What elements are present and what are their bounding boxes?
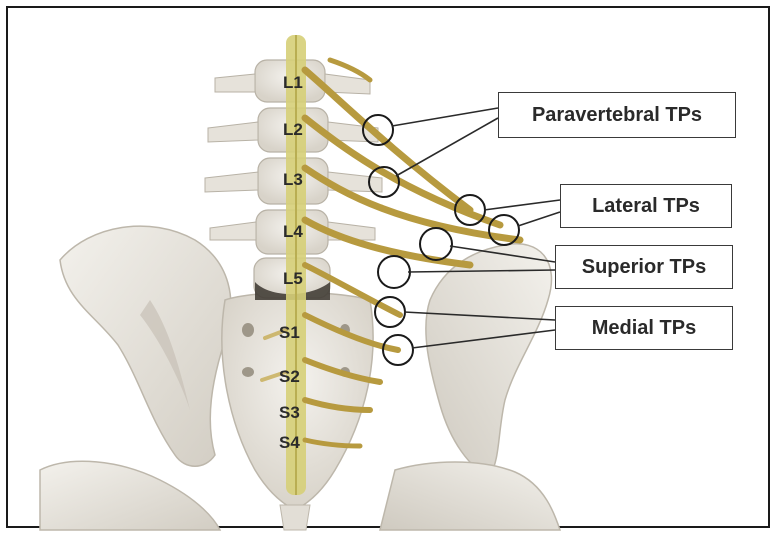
level-label: S2 xyxy=(279,367,300,386)
right-ischium xyxy=(380,462,560,530)
left-ischium xyxy=(40,461,220,530)
level-label: L1 xyxy=(283,73,303,92)
paravertebral-tps-label: Paravertebral TPs xyxy=(498,92,736,138)
level-label: S4 xyxy=(279,433,300,452)
level-label: L4 xyxy=(283,222,303,241)
level-label: L2 xyxy=(283,120,303,139)
lateral-tps-label: Lateral TPs xyxy=(560,184,732,228)
level-label: L5 xyxy=(283,269,303,288)
superior-marker-1 xyxy=(420,228,452,260)
level-label: S1 xyxy=(279,323,300,342)
right-ilium xyxy=(426,244,552,475)
level-label: L3 xyxy=(283,170,303,189)
left-ilium xyxy=(60,226,231,466)
superior-marker-2 xyxy=(378,256,410,288)
medial-tps-label: Medial TPs xyxy=(555,306,733,350)
superior-tps-label: Superior TPs xyxy=(555,245,733,289)
level-label: S3 xyxy=(279,403,300,422)
coccyx xyxy=(280,505,310,530)
